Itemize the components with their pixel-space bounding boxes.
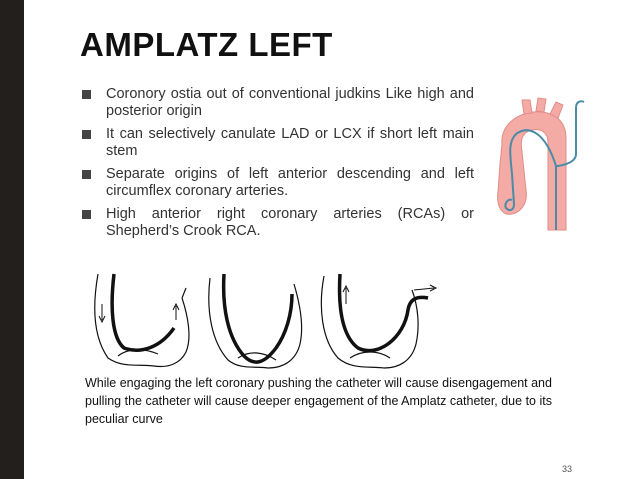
bullet-item: Separate origins of left anterior descen…: [80, 166, 474, 200]
bullet-text: Coronory ostia out of conventional judki…: [106, 86, 474, 119]
catheter-diagram-1: [94, 273, 190, 368]
aortic-arch-catheter-illustration: [486, 94, 588, 232]
catheter-diagram-3: [320, 273, 438, 369]
catheter-engagement-diagrams: [94, 273, 438, 369]
bullet-item: It can selectively canulate LAD or LCX i…: [80, 126, 474, 160]
left-accent-bar: [0, 0, 24, 479]
square-bullet-icon: [82, 210, 91, 219]
bullet-list: Coronory ostia out of conventional judki…: [80, 86, 474, 246]
bullet-item: Coronory ostia out of conventional judki…: [80, 86, 474, 120]
bullet-text: High anterior right coronary arteries (R…: [106, 206, 474, 239]
bullet-text: It can selectively canulate LAD or LCX i…: [106, 126, 474, 159]
square-bullet-icon: [82, 130, 91, 139]
figure-caption: While engaging the left coronary pushing…: [85, 376, 552, 426]
catheter-diagram-2: [208, 273, 303, 369]
slide-title: AMPLATZ LEFT: [80, 26, 333, 63]
bullet-item: High anterior right coronary arteries (R…: [80, 206, 474, 240]
bullet-text: Separate origins of left anterior descen…: [106, 166, 474, 199]
square-bullet-icon: [82, 90, 91, 99]
square-bullet-icon: [82, 170, 91, 179]
page-number: 33: [562, 464, 573, 474]
